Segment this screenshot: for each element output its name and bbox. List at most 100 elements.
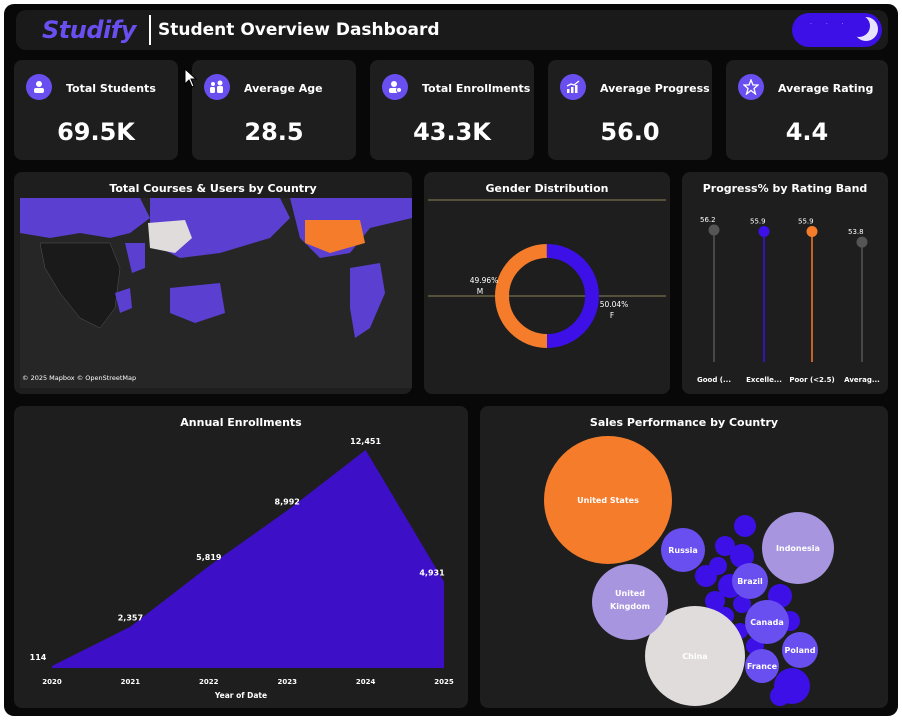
students-icon [26,74,52,100]
slice-label-f: F [610,311,614,320]
data-label: 5,819 [196,553,222,562]
bubble-label: France [747,662,778,671]
bubble-chart: United StatesChinaIndonesiaUnitedKingdom… [544,436,834,706]
bubble-minor [734,515,756,537]
map-attribution: © 2025 Mapbox © OpenStreetMap [22,374,137,382]
lollipop-point [708,224,720,236]
map-region-islands [115,288,132,313]
kpi-value: 28.5 [244,118,304,146]
bubble-poland [782,632,818,668]
data-label: 2,357 [118,614,143,623]
trend-chart-icon [560,74,586,100]
map-region-europe [20,198,150,238]
family-icon [204,74,230,100]
data-label: 12,451 [350,437,381,446]
value-label: 55.9 [798,218,814,226]
kpi-card-average-rating: Average Rating 4.4 [726,60,888,160]
value-label: 56.2 [700,216,716,224]
x-axis-title: Year of Date [214,691,268,700]
map-title: Total Courses & Users by Country [109,182,317,195]
map-region-australia [170,283,225,323]
header-bar: Studify Student Overview Dashboard · · ·… [16,10,888,50]
area-chart: 11420202,35720215,81920228,992202312,451… [30,437,454,686]
bubble-label: Poland [785,646,816,655]
x-tick-label: 2025 [434,678,454,686]
sales-panel: Sales Performance by Country United Stat… [480,406,888,708]
kpi-value: 69.5K [57,118,135,146]
page-title: Student Overview Dashboard [158,20,440,40]
value-label: 55.9 [750,218,766,226]
stars-decoration: · · · · [810,21,866,28]
bubble-label: United States [577,496,639,505]
bubble-russia [661,528,705,572]
category-label: Good (... [697,376,731,384]
slice-label-m-pct: 49.96% [470,276,499,285]
lollipop-point [856,236,868,248]
moon-shadow [848,15,870,37]
gender-panel: Gender Distribution 49.96% M 50.04% F [424,172,670,394]
map-panel: Total Courses & Users by Country © 2025 … [14,172,412,394]
app-logo: Studify [42,16,136,44]
map-region-india [125,243,145,273]
slice-label-f-pct: 50.04% [600,300,629,309]
map-region-south-america [350,263,385,338]
header-divider [149,15,151,45]
x-tick-label: 2020 [42,678,62,686]
theme-toggle[interactable]: · · · · [792,13,882,47]
lollipop-point [806,226,818,238]
category-label: Poor (<2.5) [789,376,834,384]
dashboard-frame: Studify Student Overview Dashboard · · ·… [4,4,898,716]
bubble-france [745,649,779,683]
donut-slice-m [494,244,548,348]
data-label: 114 [30,653,47,662]
kpi-value: 4.4 [785,118,829,146]
bubble-minor [730,544,754,568]
bubble-label: Russia [668,546,698,555]
bubble-minor [733,595,751,613]
kpi-value: 43.3K [413,118,491,146]
slice-label-m: M [477,287,483,296]
bubble-label: United [615,589,645,598]
bubble-minor [705,591,725,611]
bubble-minor [774,668,810,704]
mouse-cursor-icon [184,68,198,88]
category-label: Excelle... [746,376,782,384]
kpi-label: Total Students [66,82,156,95]
user-add-icon [382,74,408,100]
map-region-united-states [305,220,365,253]
bubble-united-states [544,436,672,564]
bubble-indonesia [762,512,834,584]
x-tick-label: 2023 [277,678,297,686]
kpi-card-average-age: Average Age 28.5 [192,60,356,160]
data-label: 8,992 [275,498,300,507]
bubble-canada [745,600,789,644]
x-tick-label: 2024 [356,678,376,686]
bubble-brazil [732,563,768,599]
bubble-minor [715,536,735,556]
area-fill [52,450,444,668]
kpi-label: Average Rating [778,82,874,95]
map-region-africa [39,242,121,329]
sales-title: Sales Performance by Country [589,416,779,429]
kpi-card-average-progress: Average Progress 56.0 [548,60,712,160]
map-region-china [148,220,192,253]
kpi-card-total-students: Total Students 69.5K [14,60,178,160]
gender-donut-chart: 49.96% M 50.04% F [428,199,666,348]
star-icon [738,74,764,100]
category-label: Averag... [844,376,880,384]
bubble-china [645,606,745,706]
value-label: 53.8 [848,228,864,236]
lollipop-point [758,226,770,238]
bubble-label: Canada [750,618,784,627]
kpi-label: Average Age [244,82,323,95]
enrollments-title: Annual Enrollments [180,416,302,429]
kpi-label: Total Enrollments [422,82,531,95]
bubble-minor [695,565,717,587]
kpi-value: 56.0 [600,118,660,146]
donut-slice-f [546,244,599,348]
bubble-united-kingdom [592,564,668,640]
world-map[interactable]: © 2025 Mapbox © OpenStreetMap [20,198,412,388]
data-label: 4,931 [419,569,445,578]
